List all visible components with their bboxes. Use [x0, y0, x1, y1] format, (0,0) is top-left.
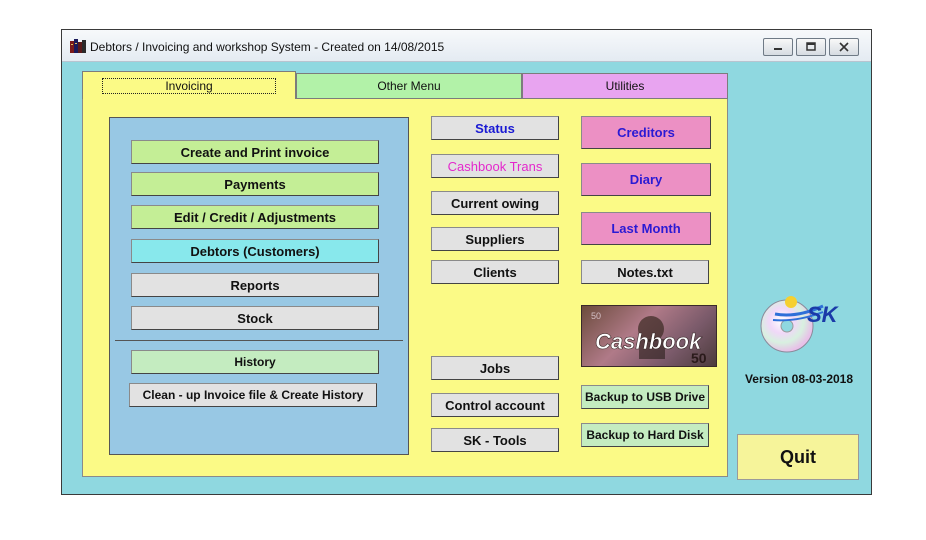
window-title: Debtors / Invoicing and workshop System … — [90, 40, 445, 54]
cashbook-image-text: Cashbook — [595, 329, 703, 354]
invoicing-panel: Create and Print invoice Payments Edit /… — [82, 99, 728, 477]
diary-button[interactable]: Diary — [581, 163, 711, 196]
cleanup-invoice-history-button[interactable]: Clean - up Invoice file & Create History — [129, 383, 377, 407]
history-button[interactable]: History — [131, 350, 379, 374]
suppliers-button[interactable]: Suppliers — [431, 227, 559, 251]
maximize-icon — [806, 42, 816, 51]
creditors-button[interactable]: Creditors — [581, 116, 711, 149]
quit-button[interactable]: Quit — [737, 434, 859, 480]
status-button[interactable]: Status — [431, 116, 559, 140]
minimize-icon — [774, 48, 782, 50]
tab-utilities-label: Utilities — [605, 79, 645, 93]
reports-button[interactable]: Reports — [131, 273, 379, 297]
clients-button[interactable]: Clients — [431, 260, 559, 284]
svg-text:50: 50 — [591, 311, 601, 321]
close-icon — [839, 42, 849, 52]
current-owing-button[interactable]: Current owing — [431, 191, 559, 215]
app-window: Debtors / Invoicing and workshop System … — [61, 29, 872, 495]
title-bar[interactable]: Debtors / Invoicing and workshop System … — [62, 30, 871, 62]
sk-logo-icon: SK — [760, 296, 840, 353]
sk-tools-button[interactable]: SK - Tools — [431, 428, 559, 452]
cashbook-image-button[interactable]: 50 50 Cashbook — [581, 305, 717, 367]
backup-usb-button[interactable]: Backup to USB Drive — [581, 385, 709, 409]
logo-text: SK — [807, 302, 840, 327]
app-books-icon — [70, 39, 86, 53]
svg-text:50: 50 — [691, 350, 707, 366]
notes-txt-button[interactable]: Notes.txt — [581, 260, 709, 284]
jobs-button[interactable]: Jobs — [431, 356, 559, 380]
banknote-icon: 50 50 Cashbook — [581, 305, 717, 367]
invoicing-group: Create and Print invoice Payments Edit /… — [109, 117, 409, 455]
tab-invoicing[interactable]: Invoicing — [82, 71, 296, 99]
version-label: Version 08-03-2018 — [744, 372, 854, 386]
maximize-button[interactable] — [796, 38, 826, 56]
tab-invoicing-label: Invoicing — [102, 77, 276, 94]
payments-button[interactable]: Payments — [131, 172, 379, 196]
tab-utilities[interactable]: Utilities — [522, 73, 728, 99]
cashbook-trans-button[interactable]: Cashbook Trans — [431, 154, 559, 178]
debtors-customers-button[interactable]: Debtors (Customers) — [131, 239, 379, 263]
tab-other-menu[interactable]: Other Menu — [296, 73, 522, 99]
stock-button[interactable]: Stock — [131, 306, 379, 330]
create-print-invoice-button[interactable]: Create and Print invoice — [131, 140, 379, 164]
backup-hard-disk-button[interactable]: Backup to Hard Disk — [581, 423, 709, 447]
edit-credit-adjustments-button[interactable]: Edit / Credit / Adjustments — [131, 205, 379, 229]
tab-other-menu-label: Other Menu — [377, 79, 441, 93]
minimize-button[interactable] — [763, 38, 793, 56]
close-button[interactable] — [829, 38, 859, 56]
group-divider — [115, 340, 403, 341]
last-month-button[interactable]: Last Month — [581, 212, 711, 245]
control-account-button[interactable]: Control account — [431, 393, 559, 417]
